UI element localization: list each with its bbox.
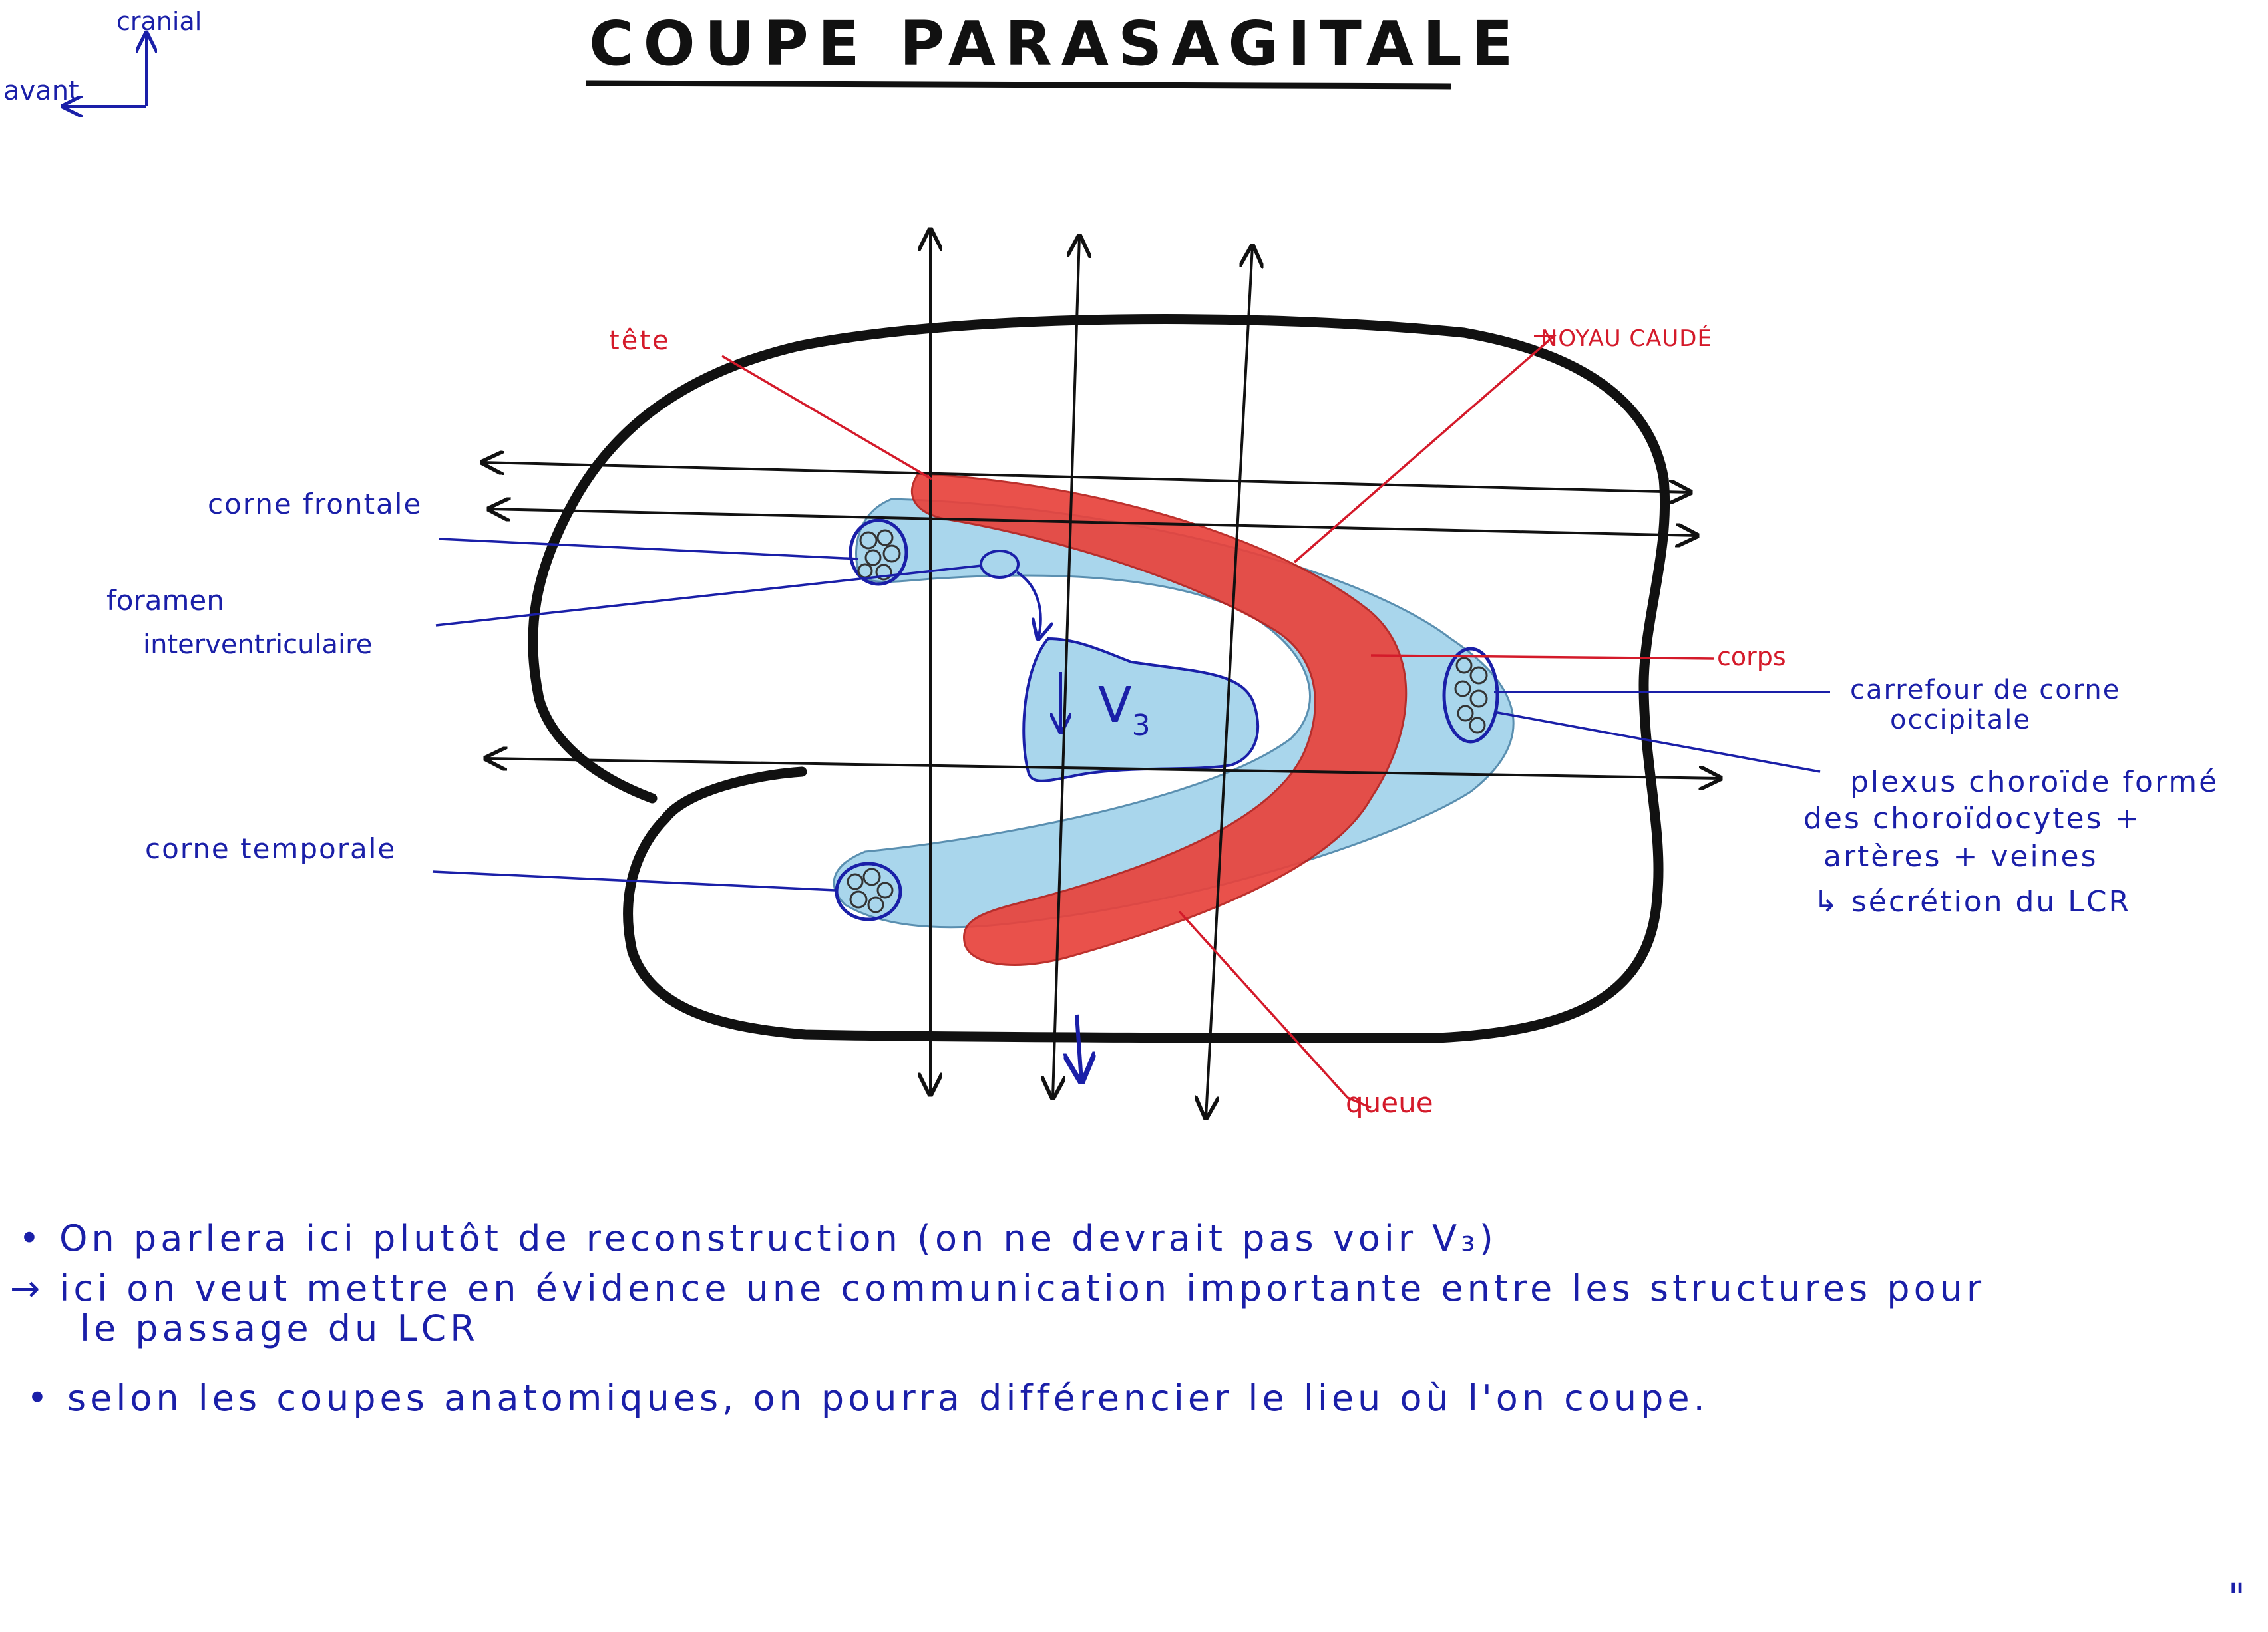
choroid-plexus-temporal	[835, 862, 902, 921]
v3-label: V3	[1098, 677, 1151, 742]
label-queue: queue	[1346, 1086, 1433, 1119]
label-foramen-1: foramen	[106, 584, 224, 617]
red-leaders	[721, 335, 1714, 1109]
flow-arrow-foramen	[1016, 571, 1041, 639]
label-noyau-caude: NOYAU CAUDÉ	[1541, 325, 1712, 352]
choroid-plexus-carrefour	[1442, 647, 1499, 744]
section-lines-horizontal	[482, 462, 1720, 778]
orientation-up-label: cranial	[116, 7, 202, 36]
page-mark: "	[2228, 1576, 2245, 1619]
label-foramen-2: interventriculaire	[143, 629, 372, 660]
orientation-axes: cranial avant	[3, 7, 202, 106]
page-title: COUPE PARASAGITALE	[589, 8, 1522, 79]
label-plexus-3: artères + veines	[1823, 840, 2098, 874]
label-carrefour-1: carrefour de corne	[1850, 675, 2120, 705]
brain-outline	[528, 314, 1670, 1043]
blue-leaders	[432, 538, 1830, 892]
note-line-1: • On parlera ici plutôt de reconstructio…	[19, 1218, 1497, 1259]
orientation-left-label: avant	[3, 76, 79, 106]
label-plexus-2: des choroïdocytes +	[1803, 802, 2141, 836]
note-line-3: le passage du LCR	[80, 1307, 479, 1349]
title-underline	[585, 80, 1451, 90]
label-corne-frontale: corne frontale	[208, 488, 422, 520]
note-line-4: • selon les coupes anatomiques, on pourr…	[27, 1377, 1709, 1419]
foramen-circle	[980, 550, 1020, 579]
label-carrefour-2: occipitale	[1890, 705, 2031, 735]
flow-arrow-down	[1077, 1014, 1081, 1081]
label-plexus-1: plexus choroïde formé	[1850, 765, 2219, 799]
label-tete: tête	[609, 325, 671, 356]
label-plexus-4: ↳ sécrétion du LCR	[1813, 885, 2131, 919]
note-line-2: → ici on veut mettre en évidence une com…	[10, 1267, 1986, 1309]
section-lines-vertical	[930, 230, 1252, 1118]
label-corps: corps	[1717, 642, 1786, 671]
label-corne-temporale: corne temporale	[145, 832, 396, 865]
